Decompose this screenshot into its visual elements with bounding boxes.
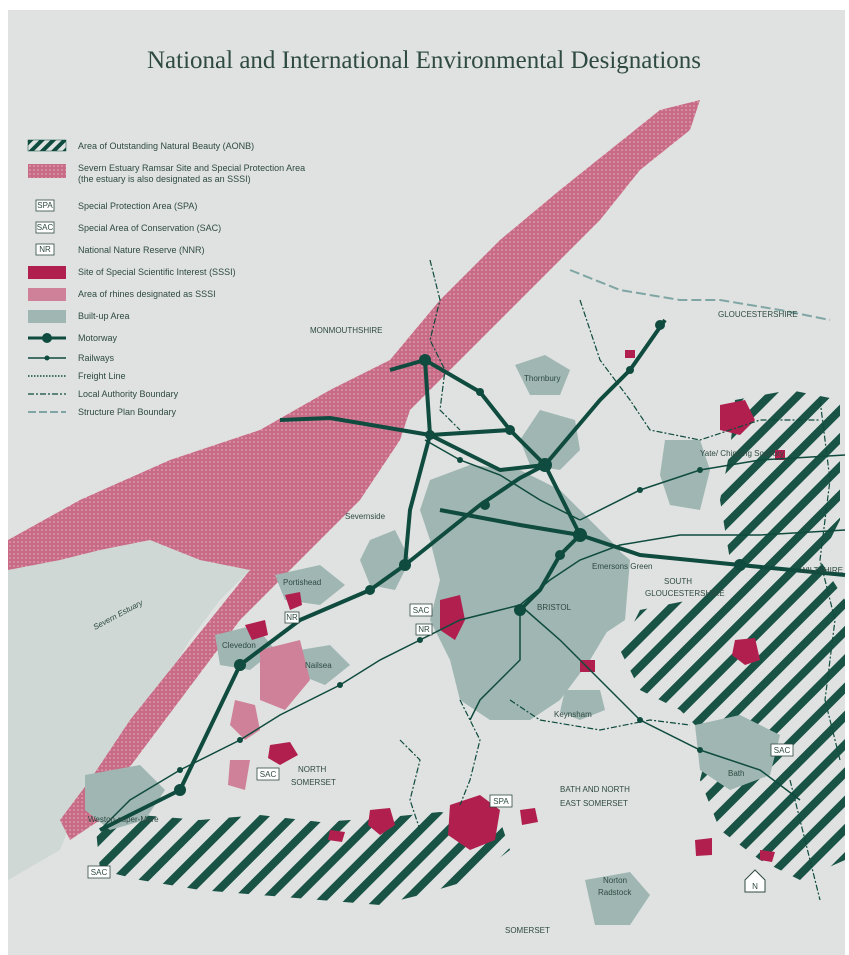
legend-motorway: Motorway bbox=[28, 333, 118, 343]
sssi-sites bbox=[245, 350, 785, 862]
svg-text:Structure Plan Boundary: Structure Plan Boundary bbox=[78, 407, 177, 417]
label-clevedon: Clevedon bbox=[222, 641, 256, 650]
svg-text:Built-up Area: Built-up Area bbox=[78, 311, 130, 321]
label-north-som-1: NORTH bbox=[298, 765, 327, 774]
legend-nnr: NR National Nature Reserve (NNR) bbox=[35, 243, 205, 256]
aonb-cotswolds bbox=[620, 390, 845, 880]
local-authority-boundaries bbox=[399, 259, 841, 901]
legend-freight: Freight Line bbox=[28, 371, 126, 381]
railway-stations bbox=[177, 457, 703, 773]
label-yate: Yate/ Chipping Sodbury bbox=[700, 449, 784, 458]
svg-text:SPA: SPA bbox=[493, 797, 509, 806]
label-emersons: Emersons Green bbox=[592, 562, 652, 571]
svg-text:(the estuary is also designate: (the estuary is also designated as an SS… bbox=[78, 174, 251, 184]
svg-text:Local Authority Boundary: Local Authority Boundary bbox=[78, 389, 179, 399]
label-keynsham: Keynsham bbox=[554, 710, 592, 719]
svg-text:Motorway: Motorway bbox=[78, 333, 118, 343]
label-severnside: Severnside bbox=[345, 512, 386, 521]
label-north-som-2: SOMERSET bbox=[291, 778, 336, 787]
badge-sac-bristol: SAC bbox=[409, 603, 433, 617]
badge-sac-wsm: SAC bbox=[87, 865, 111, 879]
svg-text:SPA: SPA bbox=[37, 201, 53, 210]
label-radstock: Radstock bbox=[598, 888, 632, 897]
legend-rhines: Area of rhines designated as SSSI bbox=[28, 288, 216, 301]
legend: Area of Outstanding Natural Beauty (AONB… bbox=[27, 139, 305, 417]
ramsar-estuary bbox=[8, 100, 700, 840]
label-banes-1: BATH AND NORTH bbox=[560, 785, 630, 794]
legend-structure-boundary: Structure Plan Boundary bbox=[28, 407, 177, 417]
label-thornbury: Thornbury bbox=[524, 374, 560, 383]
label-wiltshire: WILTSHIRE bbox=[800, 566, 843, 575]
label-gloucestershire: GLOUCESTERSHIRE bbox=[718, 310, 798, 319]
motorways bbox=[99, 318, 846, 832]
badge-sac-north: SAC bbox=[256, 767, 280, 781]
legend-ramsar: Severn Estuary Ramsar Site and Special P… bbox=[28, 163, 305, 184]
label-bath: Bath bbox=[728, 769, 744, 778]
label-norton: Norton bbox=[603, 876, 627, 885]
structure-plan-boundary bbox=[569, 269, 831, 321]
aonb-mendips bbox=[95, 812, 510, 905]
svg-text:Severn Estuary Ramsar Site and: Severn Estuary Ramsar Site and Special P… bbox=[78, 163, 305, 173]
svg-text:SAC: SAC bbox=[260, 770, 277, 779]
svg-text:Freight Line: Freight Line bbox=[78, 371, 126, 381]
north-arrow-icon: N bbox=[744, 869, 766, 893]
label-south-glos-1: SOUTH bbox=[664, 577, 692, 586]
svg-text:SAC: SAC bbox=[774, 746, 791, 755]
label-banes-2: EAST SOMERSET bbox=[560, 799, 628, 808]
svg-text:NR: NR bbox=[286, 613, 298, 622]
svg-text:SAC: SAC bbox=[413, 606, 430, 615]
svg-text:National Nature Reserve (NNR): National Nature Reserve (NNR) bbox=[78, 245, 205, 255]
label-bristol: BRISTOL bbox=[537, 603, 572, 612]
svg-text:Area of rhines designated as S: Area of rhines designated as SSSI bbox=[78, 289, 216, 299]
svg-text:Area of Outstanding Natural Be: Area of Outstanding Natural Beauty (AONB… bbox=[78, 141, 254, 151]
svg-text:Railways: Railways bbox=[78, 353, 115, 363]
legend-railway: Railways bbox=[28, 353, 115, 363]
badge-sac-bath: SAC bbox=[770, 743, 794, 757]
svg-text:SAC: SAC bbox=[91, 868, 108, 877]
svg-text:Special Area of Conservation (: Special Area of Conservation (SAC) bbox=[78, 223, 221, 233]
badge-spa-south: SPA bbox=[489, 794, 513, 808]
motorway-junctions bbox=[174, 320, 746, 796]
label-wsm: Weston-super-Mare bbox=[88, 815, 159, 824]
legend-spa: SPA Special Protection Area (SPA) bbox=[35, 199, 197, 212]
label-monmouthshire: MONMOUTHSHIRE bbox=[310, 326, 382, 335]
svg-text:SAC: SAC bbox=[37, 223, 54, 232]
badge-nnr-bristol: NR bbox=[415, 623, 433, 636]
rhines-areas bbox=[228, 640, 310, 790]
map-title: National and International Environmental… bbox=[147, 47, 701, 74]
label-nailsea: Nailsea bbox=[305, 661, 332, 670]
legend-sssi: Site of Special Scientific Interest (SSS… bbox=[28, 266, 236, 279]
badge-nnr-portishead: NR bbox=[284, 611, 300, 624]
map-badges: SAC NR NR SAC SPA SAC SAC bbox=[87, 603, 794, 879]
built-up-areas bbox=[85, 355, 780, 925]
legend-la-boundary: Local Authority Boundary bbox=[28, 389, 179, 399]
svg-text:Site of Special Scientific Int: Site of Special Scientific Interest (SSS… bbox=[78, 267, 236, 277]
svg-text:NR: NR bbox=[39, 245, 51, 254]
legend-sac: SAC Special Area of Conservation (SAC) bbox=[35, 221, 221, 234]
legend-built-up: Built-up Area bbox=[28, 310, 130, 323]
label-portishead: Portishead bbox=[283, 578, 321, 587]
svg-text:Special Protection Area (SPA): Special Protection Area (SPA) bbox=[78, 201, 197, 211]
legend-aonb: Area of Outstanding Natural Beauty (AONB… bbox=[27, 139, 254, 152]
svg-text:N: N bbox=[752, 882, 758, 891]
svg-text:NR: NR bbox=[418, 625, 430, 634]
label-south-glos-2: GLOUCESTERSHIRE bbox=[645, 589, 725, 598]
label-somerset: SOMERSET bbox=[505, 926, 550, 935]
